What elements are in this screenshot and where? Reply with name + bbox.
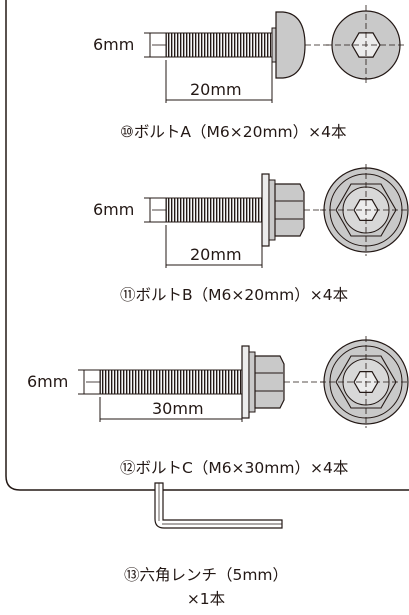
bolt-a-caption: ⑩ボルトA（M6×20mm）×4本 [120,123,347,141]
bolt-c-side-view [78,345,325,422]
bolt-b-side-view [144,173,325,268]
bolt-b-diameter-label: 6mm [93,200,135,219]
wrench-caption-line1: ⑬六角レンチ（5mm） [123,566,289,584]
bolt-a-side-view [144,11,330,103]
bolt-c-length-label: 30mm [152,399,204,418]
wrench-caption-line2: ×1本 [186,590,226,608]
bolt-a-length-label: 20mm [190,80,242,99]
parts-frame [5,0,409,491]
bolt-c-caption: ⑫ボルトC（M6×30mm）×4本 [120,459,349,477]
bolt-b-length-label: 20mm [190,245,242,264]
bolt-c-head-icon [320,336,409,428]
bolt-b-caption: ⑪ボルトB（M6×20mm）×4本 [120,286,349,304]
bolt-b-head-icon [320,164,409,256]
bolt-a-diameter-label: 6mm [93,35,135,54]
bolt-c-diameter-label: 6mm [27,372,69,391]
bolt-a-head-icon [326,5,406,85]
hex-key-wrench-icon [154,482,283,529]
